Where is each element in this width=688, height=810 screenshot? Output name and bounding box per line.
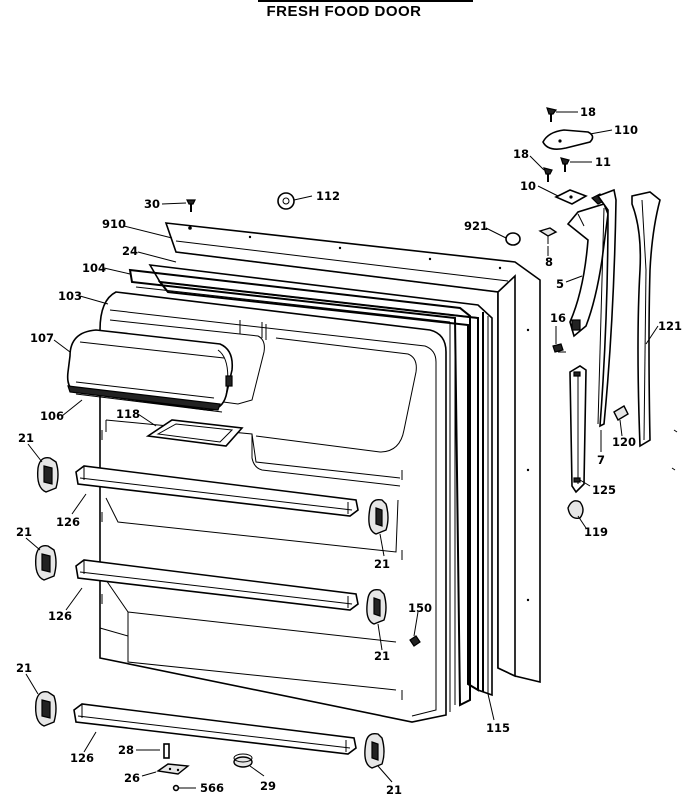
callout-8: 8 xyxy=(545,255,553,269)
callout-112: 112 xyxy=(316,189,340,203)
callout-24: 24 xyxy=(122,244,138,258)
door-shelf-lower xyxy=(73,703,357,755)
callout-118: 118 xyxy=(116,407,140,421)
callout-11: 11 xyxy=(595,155,611,169)
callout-910: 910 xyxy=(102,217,126,231)
callout-103: 103 xyxy=(58,289,82,303)
door-shelf-middle xyxy=(75,559,359,611)
diagram-title: FRESH FOOD DOOR xyxy=(266,3,422,20)
leader-lines xyxy=(25,111,659,783)
callout-21: 21 xyxy=(16,525,32,539)
shelf-end-cap xyxy=(34,457,389,769)
callout-21: 21 xyxy=(386,783,402,797)
breaker-strip xyxy=(128,268,471,712)
hardware-parts xyxy=(156,107,678,792)
callout-29: 29 xyxy=(260,779,276,793)
callout-21: 21 xyxy=(18,431,34,445)
dairy-housing xyxy=(75,393,223,413)
callout-18: 18 xyxy=(580,105,596,119)
callout-107: 107 xyxy=(30,331,54,345)
outer-door-panel xyxy=(164,222,541,684)
callout-921: 921 xyxy=(464,219,488,233)
dairy-compartment-door xyxy=(66,329,234,411)
callout-110: 110 xyxy=(614,123,638,137)
callout-115: 115 xyxy=(486,721,510,735)
callout-106: 106 xyxy=(40,409,64,423)
callout-125: 125 xyxy=(592,483,616,497)
callout-5: 5 xyxy=(556,277,564,291)
callout-566: 566 xyxy=(200,781,224,795)
callout-126: 126 xyxy=(48,609,72,623)
callout-126: 126 xyxy=(70,751,94,765)
door-shelf-upper xyxy=(75,465,359,517)
callout-21: 21 xyxy=(374,557,390,571)
callout-26: 26 xyxy=(124,771,140,785)
callout-120: 120 xyxy=(612,435,636,449)
shelf-tray xyxy=(145,419,244,447)
callout-10: 10 xyxy=(520,179,536,193)
cropped-heading-remnant xyxy=(258,0,473,2)
callout-30: 30 xyxy=(144,197,160,211)
callout-labels: 18 110 18 11 10 30 112 910 921 8 24 104 … xyxy=(16,105,682,797)
callout-104: 104 xyxy=(82,261,106,275)
callout-21: 21 xyxy=(16,661,32,675)
callout-18: 18 xyxy=(513,147,529,161)
callout-7: 7 xyxy=(597,453,605,467)
callout-21: 21 xyxy=(374,649,390,663)
callout-16: 16 xyxy=(550,311,566,325)
callout-28: 28 xyxy=(118,743,134,757)
callout-150: 150 xyxy=(408,601,432,615)
callout-121: 121 xyxy=(658,319,682,333)
callout-119: 119 xyxy=(584,525,608,539)
callout-126: 126 xyxy=(56,515,80,529)
